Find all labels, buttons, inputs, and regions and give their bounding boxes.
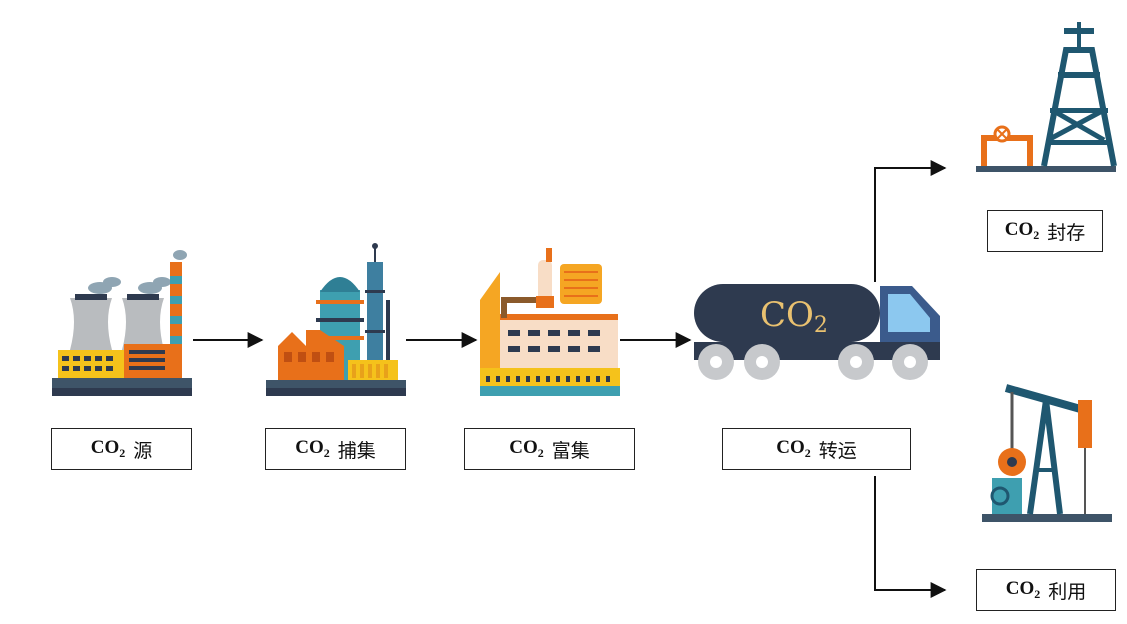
- pumpjack-icon: [982, 384, 1112, 522]
- arrow-transport-to-utilize: [874, 476, 947, 598]
- capture-plant-icon: [266, 243, 406, 396]
- node-label: 捕集: [337, 439, 376, 462]
- chem-formula: CO2: [509, 437, 544, 460]
- power-plant-icon: [52, 250, 192, 396]
- label-box-utilize: CO2 利用: [976, 569, 1116, 611]
- chem-formula: CO2: [776, 437, 811, 460]
- node-label: 利用: [1048, 580, 1087, 603]
- label-box-enrich: CO2 富集: [464, 428, 635, 470]
- arrow-transport-to-storage: [874, 160, 947, 282]
- chem-formula: CO2: [1004, 219, 1040, 242]
- label-box-capture: CO2 捕集: [265, 428, 406, 470]
- drilling-rig-icon: [976, 22, 1117, 172]
- flow-arrows: [193, 160, 947, 598]
- label-box-transport: CO2 转运: [722, 428, 911, 470]
- truck-co2-main: CO: [760, 295, 814, 335]
- node-label: 源: [133, 439, 153, 462]
- node-label: 转运: [818, 439, 857, 462]
- truck-co2-label: CO2: [760, 295, 828, 338]
- chem-formula: CO2: [295, 437, 330, 460]
- label-box-source: CO2 源: [51, 428, 192, 470]
- node-label: 富集: [551, 439, 590, 462]
- chem-formula: CO2: [90, 437, 126, 460]
- label-box-storage: CO2 封存: [987, 210, 1103, 252]
- truck-co2-sub: 2: [814, 313, 828, 338]
- node-label: 封存: [1047, 221, 1086, 244]
- tanker-truck-icon: CO2: [694, 284, 940, 380]
- chem-formula: CO2: [1005, 578, 1041, 601]
- enrichment-factory-icon: [480, 248, 620, 396]
